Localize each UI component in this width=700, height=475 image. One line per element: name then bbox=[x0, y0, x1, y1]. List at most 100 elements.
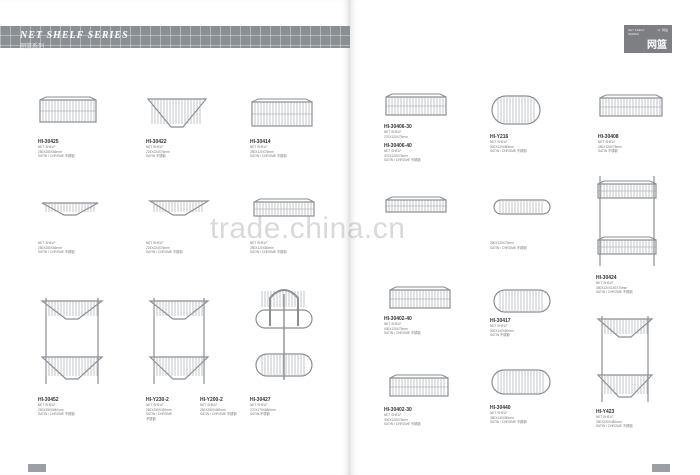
product-code: HI-30406-40 bbox=[384, 143, 412, 149]
product-spec-line: NET SHELF bbox=[200, 403, 218, 407]
product-code: HI-30402-40 bbox=[384, 316, 412, 322]
product-image bbox=[384, 93, 448, 119]
product-image bbox=[492, 286, 552, 316]
product-spec-line: 250X250X460mm bbox=[200, 407, 226, 412]
product-image bbox=[254, 286, 314, 386]
product-spec-line: 300X120X80mm bbox=[490, 144, 514, 149]
product-image bbox=[252, 198, 316, 220]
product-image bbox=[148, 198, 210, 218]
product-spec-line: 250X250X56mm bbox=[38, 149, 62, 154]
product-spec-line: NET SHELF bbox=[596, 281, 614, 285]
product-spec-line: 370X120X75mm bbox=[384, 153, 408, 158]
product-spec-line: SATIN / CHROME 不锈钢 bbox=[384, 331, 421, 336]
product-spec-line: NET SHELF bbox=[146, 403, 164, 407]
product-image bbox=[388, 374, 450, 400]
product-image bbox=[384, 196, 448, 216]
product-spec-line: SATIN / CHROME 不锈钢 bbox=[490, 149, 527, 154]
product-image bbox=[596, 314, 654, 406]
product-spec-line: 250X250X56mm bbox=[38, 245, 62, 250]
corner-tab-left bbox=[28, 464, 46, 472]
product-spec-line: 270X175X680mm bbox=[250, 407, 276, 412]
product-spec-line: NET SHELF bbox=[596, 415, 614, 419]
product-spec-line: 250X250X430mm bbox=[146, 407, 172, 412]
product-spec-line: 350X120X150X75mm bbox=[596, 285, 628, 290]
product-code: HI-30422 bbox=[146, 139, 167, 145]
series-subtitle: 网篮系列 bbox=[20, 44, 45, 50]
product-spec-line: 380X140X80mm bbox=[490, 415, 514, 420]
product-spec-line: SATIN / CHROME 不锈钢 bbox=[490, 420, 527, 425]
product-code: HI-30452 bbox=[38, 397, 59, 403]
product-spec-line: NET SHELF bbox=[38, 145, 56, 149]
product-code: HI-30427 bbox=[250, 397, 271, 403]
section-tab-english: NET SHELF SERIES bbox=[628, 28, 645, 36]
product-spec-line: 350X120X75mm bbox=[598, 144, 622, 149]
product-image bbox=[490, 92, 542, 128]
product-spec-line: SATIN / CHROME 不锈钢 bbox=[38, 250, 75, 255]
product-code: HI-30406-30 bbox=[384, 124, 412, 130]
product-spec-line: NET SHELF bbox=[598, 140, 616, 144]
product-spec-line: 270X120X75mm bbox=[384, 134, 408, 139]
product-spec-line: NET SHELF bbox=[38, 403, 56, 407]
product-spec-line: SATIN / CHROME 不锈钢 bbox=[250, 154, 287, 159]
product-spec-line: 224X224X76mm bbox=[146, 245, 170, 250]
product-spec-line: SATIN / CHROME 不锈钢 bbox=[384, 422, 421, 427]
product-spec-line: NET SHELF bbox=[490, 324, 508, 328]
product-spec-line: NET SHELF bbox=[384, 322, 402, 326]
product-spec-line: SATIN / CHROME 不锈钢 bbox=[384, 158, 421, 163]
product-spec-line: NET SHELF bbox=[146, 145, 164, 149]
product-spec-line: 400X120X75mm bbox=[384, 326, 408, 331]
product-spec-line: NET SHELF bbox=[490, 411, 508, 415]
product-image bbox=[146, 96, 208, 130]
product-spec-line: SATIN / CHROME 不锈钢 bbox=[490, 245, 527, 250]
product-code: HI-30425 bbox=[38, 139, 59, 145]
product-spec-line: SATIN 不锈钢 bbox=[250, 412, 270, 417]
product-image bbox=[388, 286, 452, 312]
product-image bbox=[250, 98, 314, 130]
product-image bbox=[598, 94, 664, 120]
watermark: trade.china.cn bbox=[210, 212, 406, 245]
product-code: HI-30424 bbox=[596, 275, 617, 281]
product-spec-line: SATIN / CHROME 不锈钢 bbox=[200, 412, 237, 417]
section-tab-number: 11. 网篮 bbox=[657, 28, 668, 32]
product-spec-line: NET SHELF bbox=[384, 413, 402, 417]
product-spec-line: SATIN 不锈钢 bbox=[598, 149, 618, 154]
product-spec-line: NET SHELF bbox=[384, 149, 402, 153]
product-spec-line: SATIN / CHROME 不锈钢 bbox=[146, 250, 183, 255]
product-code: HI-30402-30 bbox=[384, 407, 412, 413]
product-image bbox=[40, 296, 104, 388]
product-spec-line: 不锈钢 bbox=[146, 416, 156, 421]
series-title: NET SHELF SERIES bbox=[20, 30, 129, 41]
product-spec-line: NET SHELF bbox=[146, 241, 164, 245]
product-spec-line: SATIN 不锈钢 bbox=[490, 333, 510, 338]
product-spec-line: 280X120X75mm bbox=[490, 241, 514, 245]
section-tab: NET SHELF SERIES 11. 网篮 网篮 bbox=[624, 25, 672, 53]
product-spec-line: NET SHELF bbox=[490, 140, 508, 144]
product-spec-line: NET SHELF bbox=[384, 130, 402, 134]
product-image bbox=[596, 176, 658, 266]
product-spec-line: SATIN / CHROME 不锈钢 bbox=[250, 250, 287, 255]
product-spec-line: NET SHELF bbox=[38, 241, 56, 245]
product-code: HI-Y230-2 bbox=[146, 397, 169, 403]
product-spec-line: 280X120X75mm bbox=[250, 149, 274, 154]
product-spec-line: SATIN / CHROME 不锈钢 bbox=[596, 424, 633, 429]
product-spec-line: 300X120X75mm bbox=[384, 417, 408, 422]
product-code: HI-Y216 bbox=[490, 134, 509, 140]
product-code: HI-Y423 bbox=[596, 409, 615, 415]
product-spec-line: SATIN / CHROME bbox=[146, 412, 172, 417]
product-code: HI-30414 bbox=[250, 139, 271, 145]
product-spec-line: SATIN / CHROME 不锈钢 bbox=[38, 154, 75, 159]
product-spec-line: SATIN 不锈钢 bbox=[146, 154, 166, 159]
product-image bbox=[38, 96, 98, 126]
product-spec-line: 280X120X80mm bbox=[250, 245, 274, 250]
product-code: HI-30417 bbox=[490, 318, 511, 324]
product-spec-line: SATIN / CHROME 不锈钢 bbox=[596, 290, 633, 295]
left-page bbox=[0, 0, 350, 475]
product-code: HI-30440 bbox=[490, 405, 511, 411]
product-spec-line: NET SHELF bbox=[250, 241, 268, 245]
corner-tab-right bbox=[652, 464, 670, 472]
product-spec-line: 250X250X480mm bbox=[596, 419, 622, 424]
section-tab-chinese: 网篮 bbox=[647, 40, 667, 51]
series-banner bbox=[0, 26, 350, 48]
product-image bbox=[490, 366, 552, 398]
